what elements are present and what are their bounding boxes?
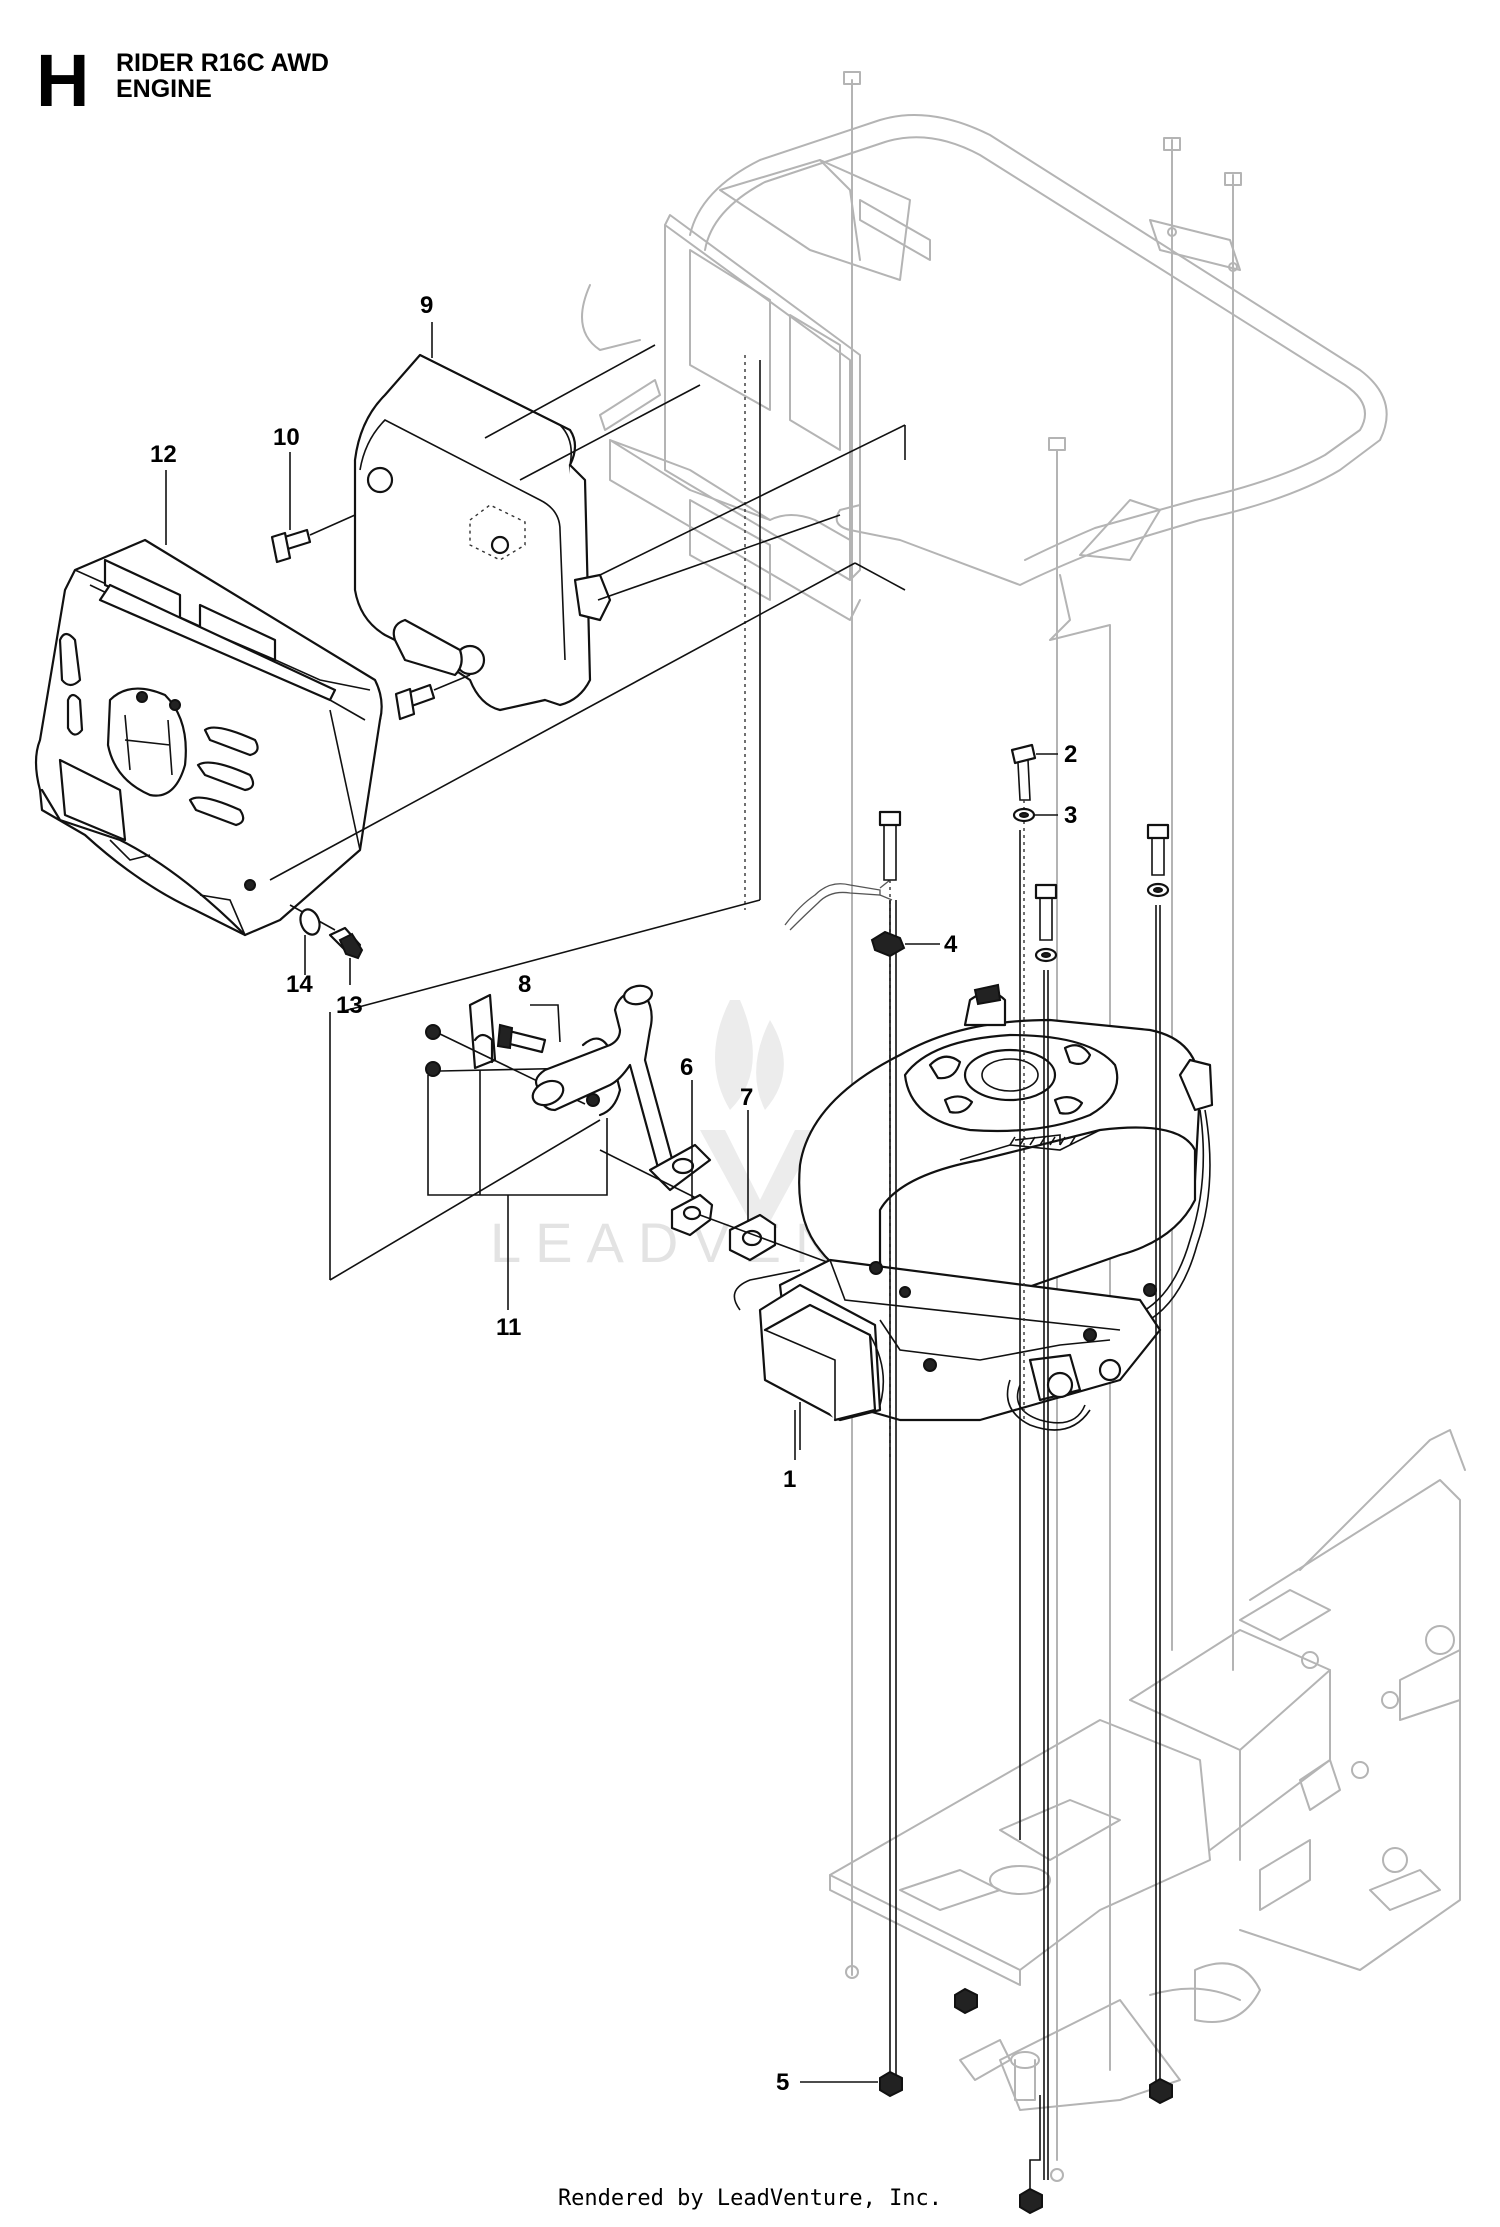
part-5-nuts [800, 1987, 1173, 2215]
part-4-lockwasher [870, 930, 940, 958]
ghost-bolts-top [843, 71, 1242, 481]
callout-1: 1 [783, 1466, 796, 1493]
footer-credit: Rendered by LeadVenture, Inc. [557, 2186, 943, 2211]
cover-leader-lines [269, 344, 906, 1281]
title-section: ENGINE [116, 75, 212, 103]
ghost-frame-top [581, 114, 1388, 2071]
callout-14: 14 [286, 971, 313, 998]
callout-5: 5 [776, 2069, 789, 2096]
callout-7: 7 [740, 1084, 753, 1111]
part-3-washer [1012, 807, 1058, 1840]
callout-12: 12 [150, 441, 177, 468]
section-letter: H [36, 39, 90, 122]
callout-leader-lines [165, 322, 796, 1460]
wire-lead [784, 879, 893, 931]
callout-10: 10 [273, 424, 300, 451]
part-1-engine [733, 983, 1214, 1450]
callout-13: 13 [336, 992, 363, 1019]
callout-11: 11 [496, 1314, 521, 1341]
ghost-chassis-bottom [829, 1429, 1466, 2182]
part-9-muffler [353, 353, 746, 910]
callout-8: 8 [518, 971, 531, 998]
part-2-bolt [1010, 743, 1058, 1420]
part-7-gasket [699, 1110, 836, 1266]
callout-9: 9 [420, 292, 433, 319]
callout-4: 4 [944, 931, 958, 958]
bolt-column-left [878, 810, 902, 2080]
callout-labels: 1 2 3 4 5 6 7 8 9 10 11 12 13 14 [150, 292, 1077, 2096]
part-10-bolts [270, 514, 471, 721]
bolt-column-right [1146, 823, 1170, 2085]
bolt-column-mid [1029, 883, 1058, 2200]
part-12-engine-cover [34, 538, 383, 937]
page-title: RIDER R16C AWD ENGINE [116, 50, 329, 102]
part-6-gasket [670, 1080, 714, 1237]
part-14-washer [299, 908, 321, 975]
part-exhaust-pipe [531, 984, 712, 1201]
callout-6: 6 [680, 1054, 693, 1081]
title-model: RIDER R16C AWD [116, 49, 329, 77]
callout-3: 3 [1064, 802, 1077, 829]
callout-2: 2 [1064, 741, 1077, 768]
part-8-bolt [496, 1004, 561, 1054]
